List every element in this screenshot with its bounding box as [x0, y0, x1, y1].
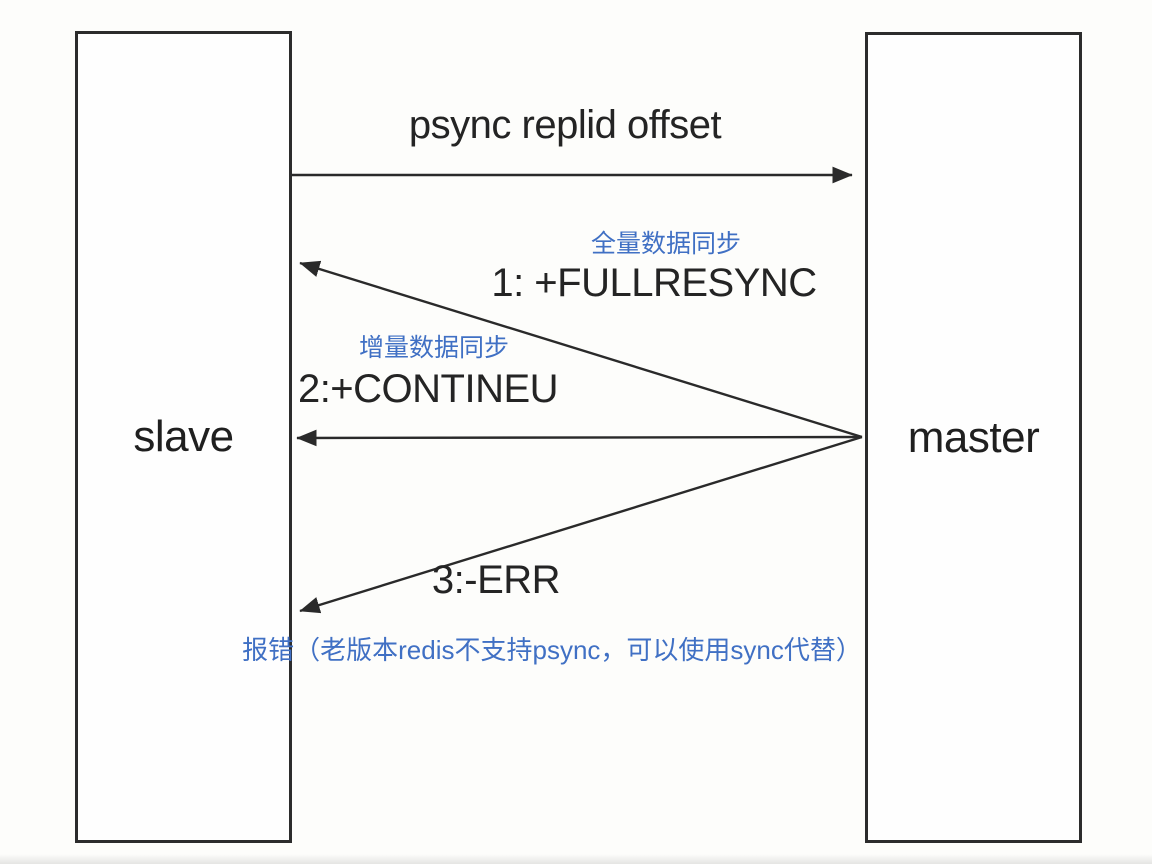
continue-label: 2:+CONTINEU [297, 367, 559, 411]
err-label: 3:-ERR [431, 558, 561, 602]
full-sync-annotation: 全量数据同步 [590, 230, 742, 258]
psync-request-label: psync replid offset [408, 103, 722, 147]
continue-arrow [296, 429, 863, 447]
fullresync-label: 1: +FULLRESYNC [491, 261, 817, 305]
bottom-edge-shadow [0, 854, 1152, 864]
slave-node-label: slave [133, 412, 234, 461]
slave-node-box: slave [75, 31, 292, 843]
err-arrow [299, 435, 863, 614]
master-node-box: master [865, 32, 1082, 843]
err-annotation: 报错（老版本redis不支持psync，可以使用sync代替） [242, 635, 862, 665]
incremental-sync-annotation: 增量数据同步 [358, 334, 510, 362]
fullresync-arrow [299, 260, 863, 439]
master-node-label: master [907, 412, 1040, 462]
